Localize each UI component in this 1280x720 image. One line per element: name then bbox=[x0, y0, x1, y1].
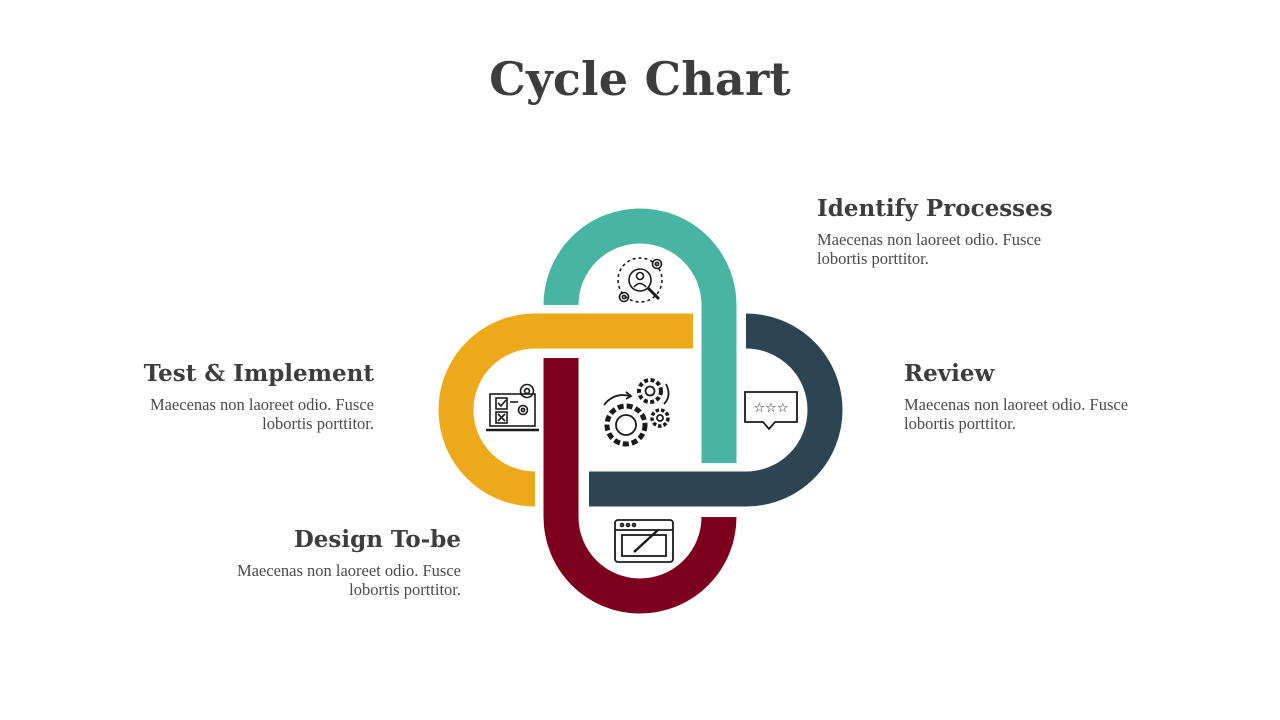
step-test-implement: Test & Implement Maecenas non laoreet od… bbox=[104, 359, 374, 433]
loop-review bbox=[589, 313, 843, 507]
page-title: Cycle Chart bbox=[489, 52, 791, 106]
rating-stars-icon: ☆☆☆ bbox=[744, 391, 798, 431]
step-description: Maecenas non laoreet odio. Fusce loborti… bbox=[149, 395, 374, 433]
step-description: Maecenas non laoreet odio. Fusce loborti… bbox=[817, 230, 1042, 268]
svg-text:☆☆☆: ☆☆☆ bbox=[754, 401, 789, 416]
step-design-to-be: Design To-be Maecenas non laoreet odio. … bbox=[191, 525, 461, 599]
loop-design-to-be bbox=[543, 358, 737, 614]
step-heading: Identify Processes bbox=[817, 195, 1053, 222]
step-review: Review Maecenas non laoreet odio. Fusce … bbox=[904, 359, 1174, 433]
step-identify-processes: Identify Processes Maecenas non laoreet … bbox=[817, 194, 1087, 268]
step-description: Maecenas non laoreet odio. Fusce loborti… bbox=[236, 561, 461, 599]
gears-icon bbox=[603, 378, 670, 447]
step-heading: Review bbox=[904, 360, 995, 387]
step-description: Maecenas non laoreet odio. Fusce loborti… bbox=[904, 395, 1129, 433]
step-heading: Test & Implement bbox=[143, 360, 374, 387]
search-gear-icon bbox=[617, 257, 663, 303]
loop-test-implement bbox=[438, 313, 693, 507]
step-heading: Design To-be bbox=[293, 526, 461, 553]
loop-identify-processes bbox=[543, 208, 737, 463]
checklist-gear-icon bbox=[486, 383, 539, 432]
design-tablet-icon bbox=[614, 519, 674, 563]
